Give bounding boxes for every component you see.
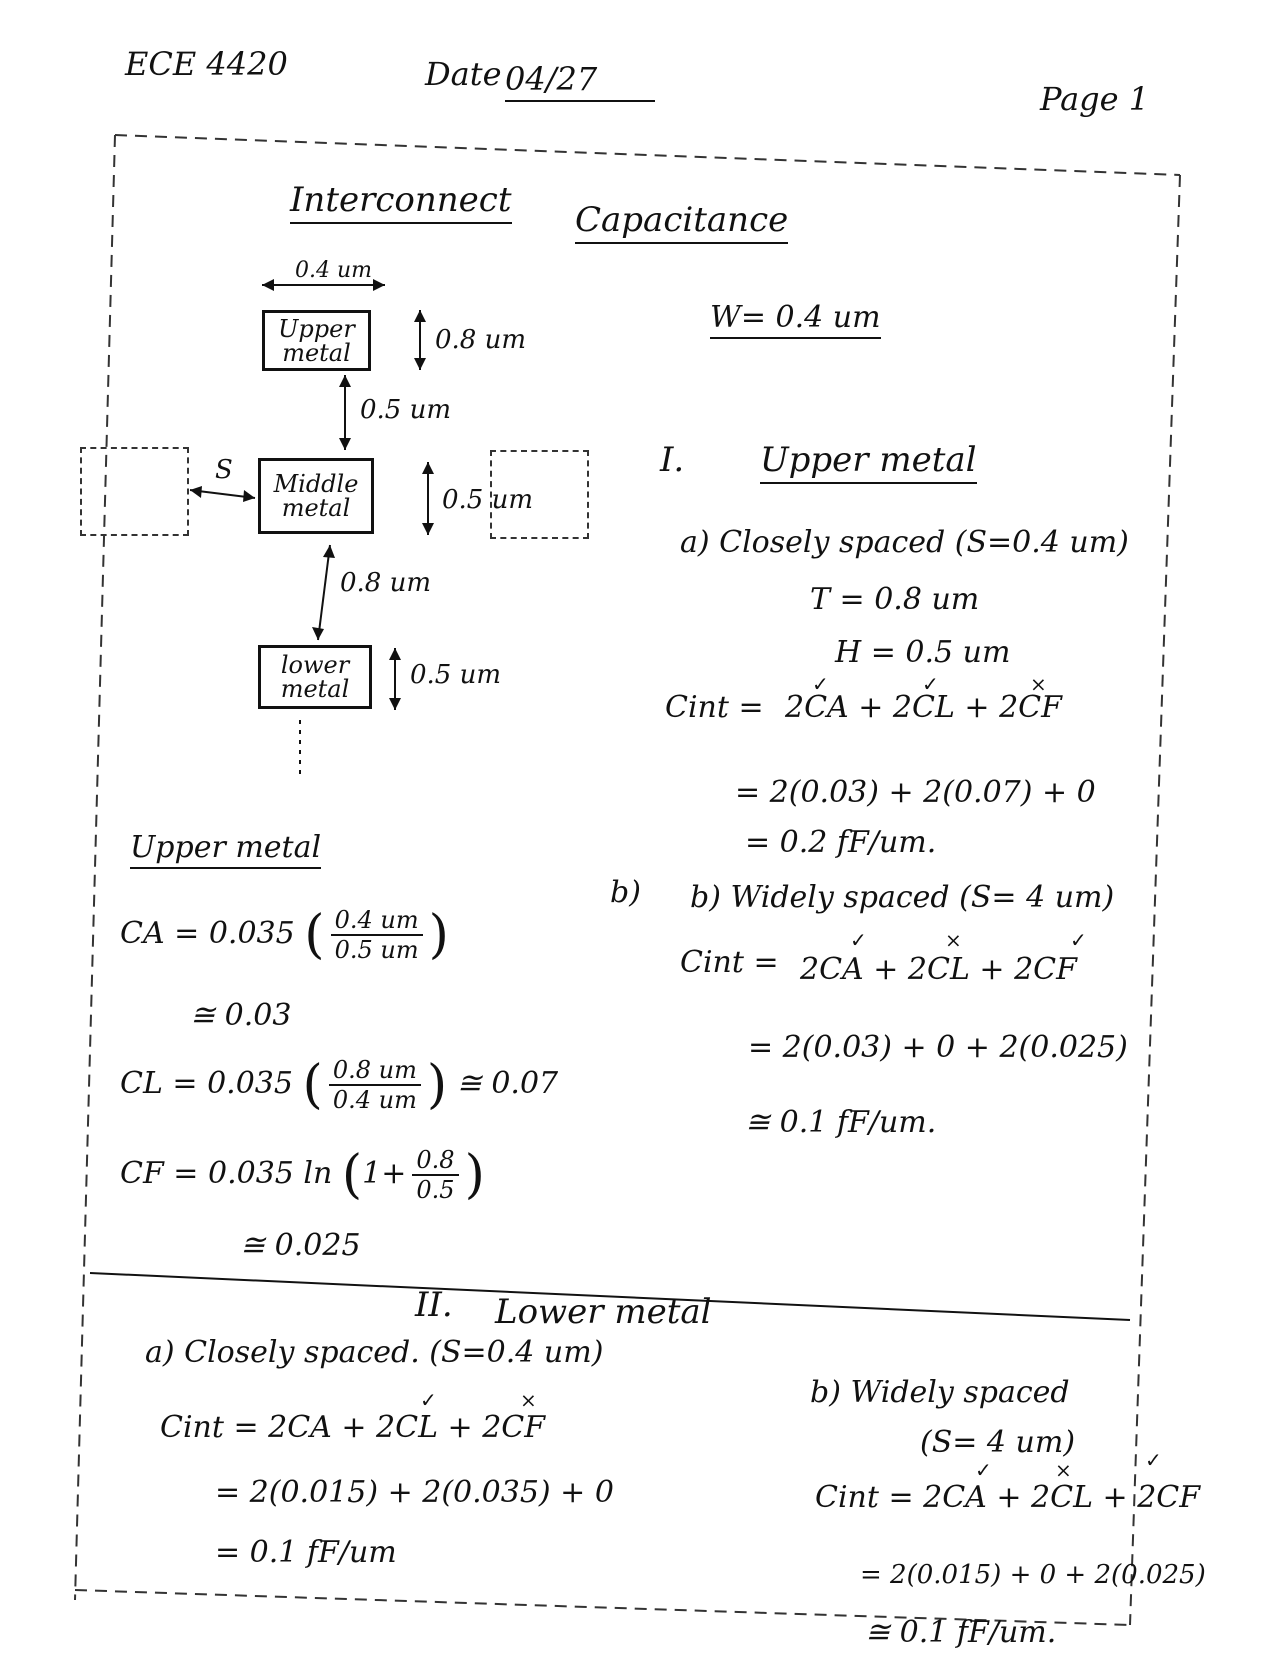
ca-lhs: CA = 0.035 [120, 916, 295, 951]
ca-approx: ≅ 0.03 [190, 998, 292, 1033]
s1b-label: b) Widely spaced (S= 4 um) [690, 880, 1115, 915]
gap-lower: 0.8 um [340, 568, 432, 598]
frame-right [1129, 174, 1181, 1626]
middle-thickness: 0.5 um [442, 485, 534, 515]
frame-left [74, 134, 116, 1601]
s2a-result: = 0.1 fF/um [215, 1535, 397, 1570]
w-value: W= 0.4 um [710, 300, 881, 339]
check-mark: ✓ [1145, 1448, 1162, 1472]
cross-mark: × [520, 1388, 537, 1412]
s2b-result: ≅ 0.1 fF/um. [865, 1615, 1057, 1650]
section1-number: I. [660, 440, 685, 480]
page-number: Page 1 [1040, 80, 1150, 118]
s1b-letter: b) [610, 875, 641, 910]
cross-mark: × [945, 928, 962, 952]
s1b-step2: = 2(0.03) + 0 + 2(0.025) [748, 1030, 1128, 1065]
section1-heading: Upper metal [760, 440, 977, 484]
cf-lhs: CF = 0.035 ln [120, 1156, 333, 1191]
width-dimension: 0.4 um [295, 258, 373, 283]
s1b-cint-rhs: 2CA + 2CL + 2CF [800, 952, 1077, 987]
s2a-step2: = 2(0.015) + 2(0.035) + 0 [215, 1475, 614, 1510]
s1b-cint-lhs: Cint = [680, 945, 779, 980]
cl-approx: ≅ 0.07 [456, 1066, 559, 1101]
section-divider [89, 1272, 1131, 1321]
cross-mark: × [1055, 1458, 1072, 1482]
check-mark: ✓ [922, 672, 939, 696]
s1a-step2: = 2(0.03) + 2(0.07) + 0 [735, 775, 1096, 810]
check-mark: ✓ [975, 1458, 992, 1482]
upper-metal-box: Upper metal [262, 310, 371, 371]
s2a-label: a) Closely spaced. (S=0.4 um) [145, 1335, 604, 1370]
check-mark: ✓ [850, 928, 867, 952]
cf-approx: ≅ 0.025 [240, 1228, 361, 1263]
s2b-cint: Cint = 2CA + 2CL + 2CF [815, 1480, 1201, 1515]
s1a-height: H = 0.5 um [835, 635, 1011, 670]
cl-lhs: CL = 0.035 [120, 1066, 293, 1101]
frame-top [114, 134, 1181, 176]
s2b-label: b) Widely spaced [810, 1375, 1070, 1410]
date-value: 04/27 [505, 60, 655, 102]
check-mark: ✓ [420, 1388, 437, 1412]
check-mark: ✓ [1070, 928, 1087, 952]
s1a-result: = 0.2 fF/um. [745, 825, 937, 860]
s1a-cint-lhs: Cint = [665, 690, 764, 725]
cf-one: 1+ [362, 1156, 407, 1191]
section2-heading: Lower metal [495, 1292, 712, 1332]
section2-number: II. [415, 1285, 453, 1325]
s1b-result: ≅ 0.1 fF/um. [745, 1105, 937, 1140]
s2b-step2: = 2(0.015) + 0 + 2(0.025) [860, 1560, 1206, 1590]
date-label: Date [425, 55, 502, 93]
course-code: ECE 4420 [125, 45, 288, 83]
right-neighbor-box [490, 450, 589, 539]
check-mark: ✓ [812, 672, 829, 696]
middle-metal-box: Middle metal [258, 458, 374, 534]
s2b-label2: (S= 4 um) [920, 1425, 1076, 1460]
frame-bottom [74, 1589, 1131, 1626]
upper-thickness: 0.8 um [435, 325, 527, 355]
spacing-label: S [215, 455, 233, 485]
s2a-cint: Cint = 2CA + 2CL + 2CF [160, 1410, 546, 1445]
lower-metal-box: lower metal [258, 645, 372, 709]
title-interconnect: Interconnect [290, 180, 512, 224]
s1a-cint-rhs: 2CA + 2CL + 2CF [785, 690, 1062, 725]
title-capacitance: Capacitance [575, 200, 789, 244]
gap-lower-arrow [317, 544, 331, 641]
upper-calc-heading: Upper metal [130, 830, 322, 869]
cross-mark: × [1030, 672, 1047, 696]
lower-thickness: 0.5 um [410, 660, 502, 690]
gap-upper: 0.5 um [360, 395, 452, 425]
s1a-thickness: T = 0.8 um [810, 582, 980, 617]
left-neighbor-box [80, 447, 189, 536]
s1a-label: a) Closely spaced (S=0.4 um) [680, 525, 1129, 560]
